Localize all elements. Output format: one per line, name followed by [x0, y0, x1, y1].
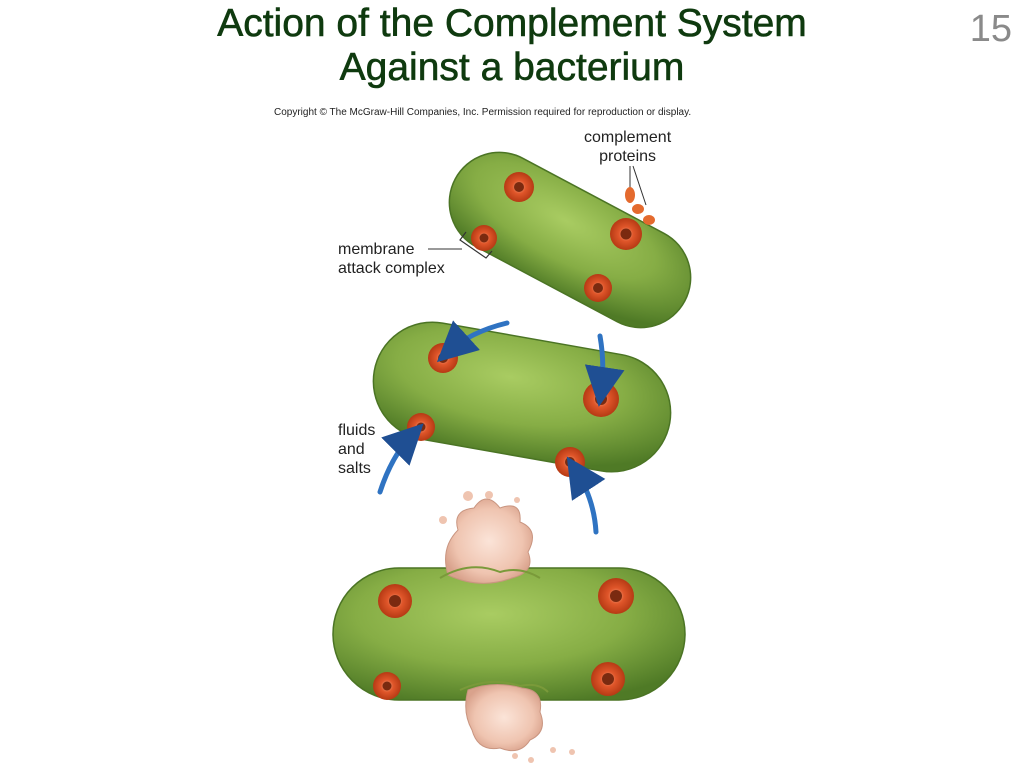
- leak-droplet: [463, 491, 473, 501]
- bacterium-intact: [448, 151, 692, 329]
- label-complement-proteins: complement proteins: [584, 128, 671, 166]
- copyright-notice: Copyright © The McGraw-Hill Companies, I…: [274, 107, 692, 118]
- fluid-arrow: [566, 456, 606, 535]
- title-line-1: Action of the Complement System: [217, 2, 807, 46]
- pointer-line: [632, 165, 647, 206]
- complement-protein: [625, 187, 635, 203]
- label-line: fluids: [338, 422, 376, 439]
- leak-droplet: [514, 497, 520, 503]
- bacterium-lysing: [332, 491, 686, 763]
- label-line: membrane: [338, 241, 415, 258]
- membrane-pore: [504, 172, 534, 202]
- complement-protein: [643, 215, 655, 225]
- cytoplasm-leak-bottom: [459, 680, 575, 763]
- cytoplasm-leak-top: [439, 491, 541, 584]
- slide-title: Action of the Complement System Against …: [162, 2, 862, 90]
- slide-number: 15: [969, 8, 1012, 50]
- fluid-arrow: [436, 320, 510, 363]
- label-fluids-and-salts: fluids and salts: [338, 421, 375, 478]
- label-line: proteins: [599, 148, 657, 165]
- label-membrane-attack-complex: membrane attack complex: [338, 240, 445, 278]
- fluid-arrow: [584, 333, 625, 407]
- membrane-pore: [584, 274, 612, 302]
- leak-droplet: [439, 516, 447, 524]
- fluid-arrow: [377, 423, 424, 495]
- bacterium-pores-formed: [372, 321, 672, 477]
- leak-droplet: [550, 747, 556, 753]
- membrane-pore: [373, 672, 401, 700]
- complement-protein-group: [625, 165, 655, 225]
- title-line-2: Against a bacterium: [339, 46, 685, 90]
- membrane-pore: [610, 218, 642, 250]
- leak-droplet: [569, 749, 575, 755]
- leak-droplet: [528, 757, 534, 763]
- label-line: and: [338, 441, 365, 458]
- membrane-pore: [591, 662, 625, 696]
- bacterium-body: [372, 321, 672, 473]
- label-line: complement: [584, 129, 672, 146]
- membrane-pore: [471, 225, 497, 251]
- complement-protein: [632, 204, 644, 214]
- label-line: salts: [338, 460, 371, 477]
- membrane-pore: [378, 584, 412, 618]
- membrane-pore: [555, 447, 585, 477]
- membrane-pore: [598, 578, 634, 614]
- fluid-arrows: [377, 320, 625, 535]
- mac-pointer: [428, 231, 493, 259]
- bracket: [459, 231, 493, 259]
- label-line: attack complex: [338, 260, 445, 277]
- leak-droplet: [485, 491, 493, 499]
- leak-droplet: [512, 753, 518, 759]
